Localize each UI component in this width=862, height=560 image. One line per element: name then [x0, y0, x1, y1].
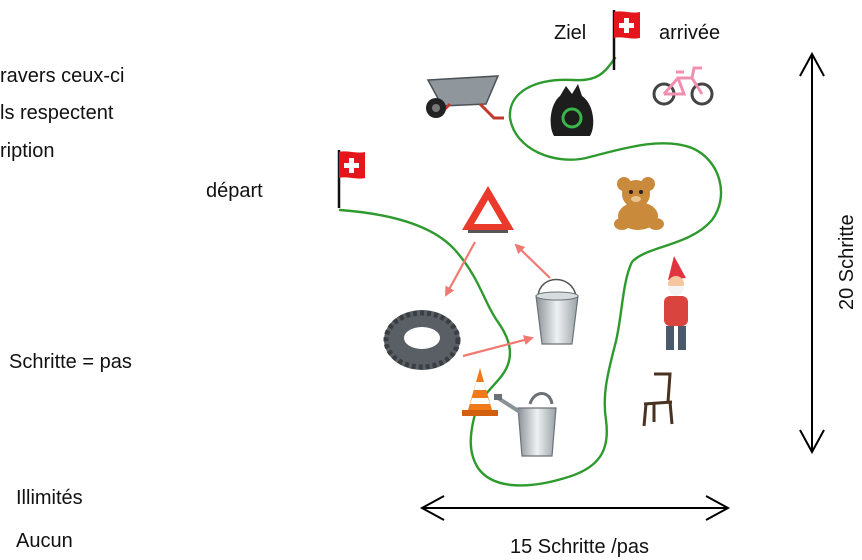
arrow-tire-to-bucket — [462, 335, 534, 358]
instruction-line-1: ravers ceux-ci — [0, 65, 125, 87]
height-dimension — [799, 51, 825, 455]
tire-icon — [383, 310, 461, 370]
teddy-bear-icon — [614, 177, 664, 230]
bicycle-icon — [652, 66, 714, 106]
garbage-bag-icon — [550, 84, 594, 136]
finish-label-fr: arrivée — [659, 22, 721, 44]
finish-label-de: Ziel — [554, 22, 587, 44]
course-path — [338, 56, 723, 487]
garden-gnome-icon — [664, 256, 688, 350]
bucket-icon — [535, 278, 579, 345]
wheelbarrow-icon — [426, 75, 504, 120]
order-arrows — [445, 241, 551, 358]
none-label: Aucun — [16, 530, 73, 552]
unlimited-label: Illimités — [16, 487, 83, 509]
instruction-line-3: ription — [0, 140, 55, 162]
arrow-triangle-to-tire — [445, 241, 476, 297]
start-label: départ — [206, 180, 263, 202]
swiss-flag-icon — [337, 150, 365, 208]
traffic-cone-icon — [462, 368, 498, 416]
width-dimension — [419, 495, 731, 521]
instruction-line-2: ls respectent — [0, 102, 114, 124]
warning-triangle-icon — [462, 186, 514, 233]
arrow-bucket-to-triangle — [514, 243, 551, 279]
watering-can-icon — [494, 392, 557, 457]
chair-icon — [642, 372, 674, 427]
steps-note: Schritte = pas — [9, 351, 132, 373]
swiss-flag-icon — [612, 10, 640, 70]
width-label: 15 Schritte /pas — [510, 536, 649, 558]
